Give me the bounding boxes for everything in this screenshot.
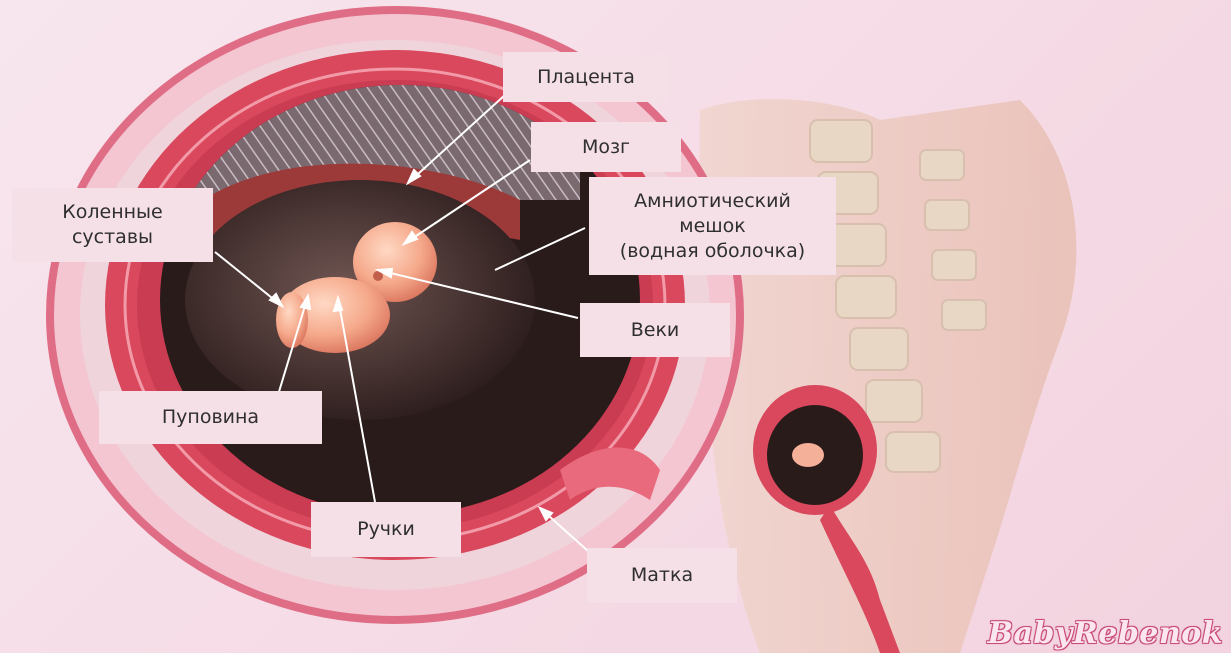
label-uterus: Матка: [587, 548, 737, 603]
label-brain-text: Мозг: [582, 135, 630, 160]
label-placenta-text: Плацента: [537, 65, 635, 90]
label-eyelids-text: Веки: [631, 318, 680, 343]
label-knee-joints-line2: суставы: [72, 225, 153, 250]
label-knee-joints-line1: Коленные: [62, 200, 162, 225]
watermark-logo: BabyRebenok: [988, 616, 1223, 651]
label-placenta: Плацента: [503, 52, 669, 102]
label-knee-joints: Коленные суставы: [12, 188, 213, 262]
label-hands-text: Ручки: [357, 517, 415, 542]
label-amniotic-sac: Амниотический мешок (водная оболочка): [589, 177, 836, 275]
label-brain: Мозг: [531, 122, 681, 172]
label-umbilical-cord: Пуповина: [99, 391, 322, 444]
label-uterus-text: Матка: [631, 563, 693, 588]
label-amniotic-sac-line1: Амниотический: [634, 189, 791, 214]
label-hands: Ручки: [311, 502, 461, 557]
label-amniotic-sac-line3: (водная оболочка): [620, 239, 805, 264]
label-umbilical-cord-text: Пуповина: [162, 405, 259, 430]
label-eyelids: Веки: [580, 303, 730, 357]
label-amniotic-sac-line2: мешок: [679, 214, 746, 239]
